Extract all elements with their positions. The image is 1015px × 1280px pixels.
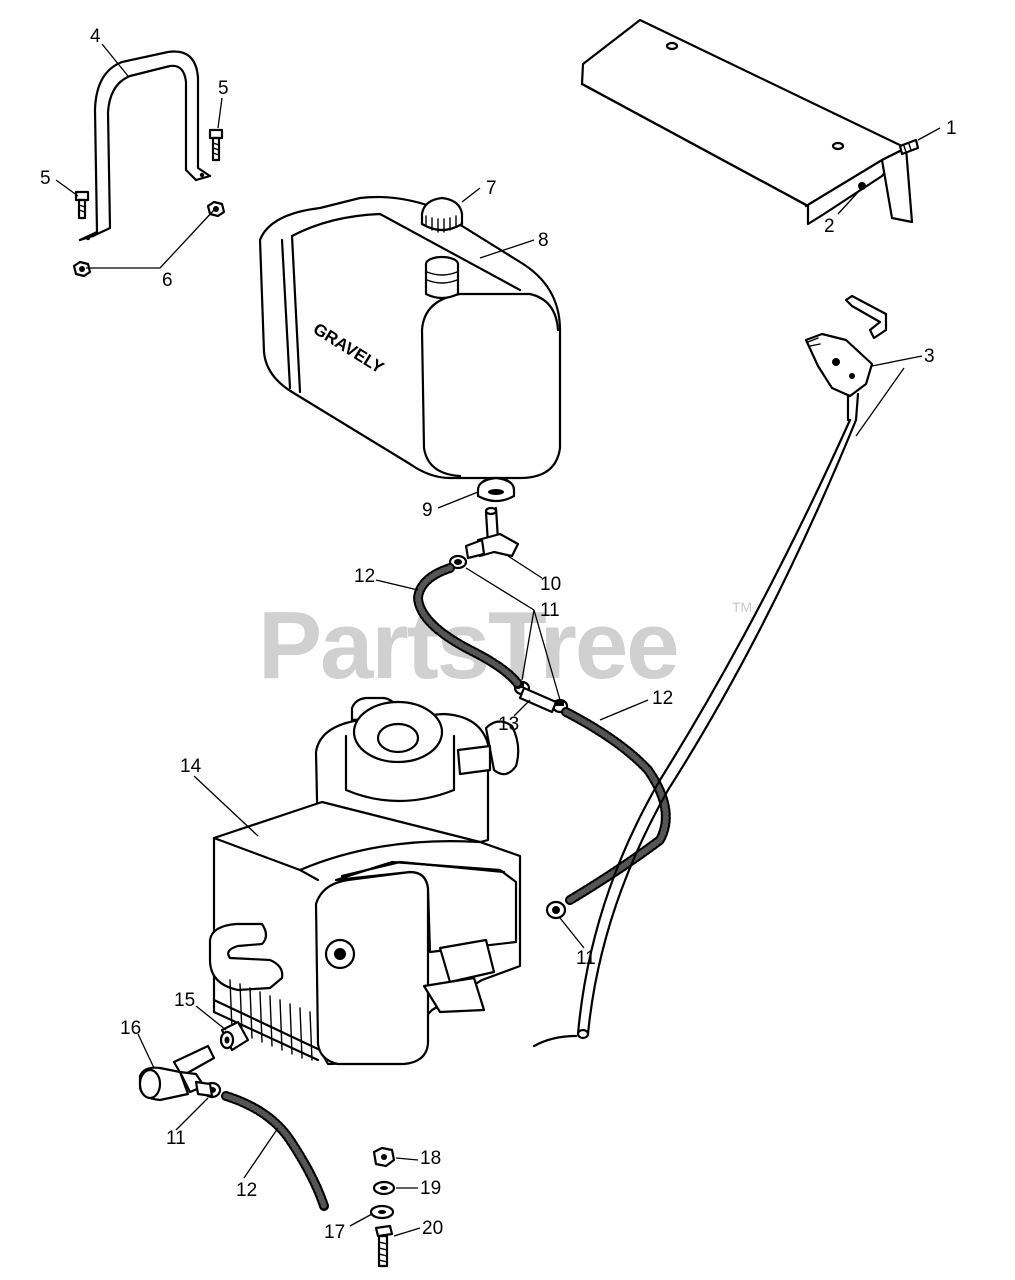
callout-17: 17: [324, 1222, 345, 1243]
callout-12-bottom: 12: [236, 1180, 257, 1201]
callout-numbers: 1 2 3 4 5 5 6 7 8 9 10 11 11 11 12 12 12…: [40, 26, 957, 1243]
engine[interactable]: [208, 696, 522, 1066]
callout-1: 1: [946, 118, 957, 139]
grommet[interactable]: [476, 476, 516, 503]
bolt-5-lower[interactable]: [74, 190, 90, 220]
callout-12-right: 12: [652, 688, 673, 709]
throttle-control-cable[interactable]: [532, 294, 888, 1048]
callout-8: 8: [538, 230, 549, 251]
callout-14: 14: [180, 756, 202, 777]
nut-6-lower[interactable]: [72, 260, 92, 278]
leader-lines: [55, 43, 941, 1237]
fuel-shutoff-valve[interactable]: [138, 1044, 216, 1102]
callout-7: 7: [486, 178, 497, 199]
callout-5-lower: 5: [40, 168, 51, 189]
callout-11-right: 11: [576, 948, 596, 969]
fuel-cap[interactable]: [420, 196, 464, 233]
engine-cooling-fins: [212, 979, 320, 1062]
callout-18: 18: [420, 1148, 441, 1169]
mounting-plate[interactable]: [580, 18, 914, 226]
callout-4: 4: [90, 26, 101, 47]
bolt-20[interactable]: [374, 1224, 394, 1268]
screw-1[interactable]: [898, 138, 920, 156]
callout-12-upper: 12: [354, 566, 375, 587]
washer-19[interactable]: [372, 1180, 396, 1196]
callout-15: 15: [174, 990, 195, 1011]
callout-3: 3: [924, 346, 935, 367]
tank-filler-neck: [424, 255, 460, 300]
bolt-5-upper[interactable]: [208, 128, 224, 162]
callout-11-bottom: 11: [166, 1128, 186, 1149]
tank-strap-bracket[interactable]: [78, 50, 212, 242]
inline-connector[interactable]: [518, 686, 558, 714]
watermark-tm: TM: [732, 599, 752, 615]
callout-9: 9: [422, 500, 433, 521]
tee-fitting[interactable]: [464, 506, 520, 560]
callout-6: 6: [162, 270, 173, 291]
fuel-hose-bottom[interactable]: [221, 1091, 329, 1211]
spacer-17[interactable]: [369, 1204, 395, 1220]
hose-clamp-lower-right[interactable]: [545, 900, 567, 920]
callout-13: 13: [498, 714, 519, 735]
watermark: PartsTree TM: [258, 592, 752, 699]
callout-2: 2: [824, 216, 835, 237]
callout-11-upper: 11: [540, 600, 560, 621]
callout-10: 10: [540, 574, 561, 595]
nut-2[interactable]: [858, 182, 866, 190]
fuel-fitting[interactable]: [219, 1020, 250, 1052]
fuel-hose-upper[interactable]: [412, 563, 523, 689]
callout-5-upper: 5: [218, 78, 229, 99]
callout-16: 16: [120, 1018, 141, 1039]
nut-18[interactable]: [372, 1146, 396, 1168]
fuel-tank[interactable]: GRAVELY: [258, 195, 562, 480]
callout-19: 19: [420, 1178, 441, 1199]
callout-20: 20: [422, 1218, 443, 1239]
